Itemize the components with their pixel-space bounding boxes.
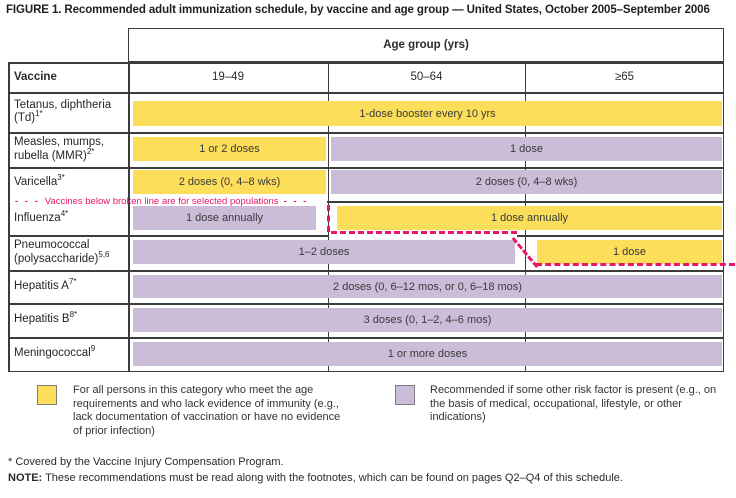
- age-group-header-label: Age group (yrs): [383, 39, 469, 51]
- legend-text-for-all: For all persons in this category who mee…: [73, 384, 341, 437]
- row-divider-right: [517, 235, 724, 237]
- schedule-bar-hepatitis-b: 3 doses (0, 1–2, 4–6 mos): [133, 308, 722, 332]
- row-divider: [8, 92, 724, 94]
- schedule-bar-tetanus-all: 1-dose booster every 10 yrs: [133, 101, 722, 126]
- selected-populations-note-text: Vaccines below broken line are for selec…: [44, 195, 279, 207]
- legend-swatch-for-all: [37, 385, 57, 405]
- age-group-header: Age group (yrs): [128, 28, 724, 62]
- schedule-bar-hepatitis-a: 2 doses (0, 6–12 mos, or 0, 6–18 mos): [133, 275, 722, 298]
- legend-text-risk-factor: Recommended if some other risk factor is…: [430, 384, 717, 423]
- broken-line-right: [536, 263, 735, 266]
- row-divider: [8, 132, 724, 134]
- footnote-ref: 1*: [35, 109, 43, 119]
- row-divider: [8, 167, 724, 169]
- vaccine-name-hepatitis-b: Hepatitis B8*: [14, 310, 78, 326]
- age-column-19-49: 19–49: [212, 71, 244, 83]
- footnote-note-label: NOTE:: [8, 472, 43, 484]
- column-divider-vaccine: [128, 62, 130, 372]
- row-divider-left: [8, 235, 328, 237]
- row-divider: [8, 303, 724, 305]
- table-right-border: [722, 62, 724, 372]
- schedule-bar-influenza-50plus: 1 dose annually: [337, 206, 722, 230]
- footnote-vicp: * Covered by the Vaccine Injury Compensa…: [8, 456, 284, 468]
- row-divider: [8, 337, 724, 339]
- vaccine-column-header: Vaccine: [14, 71, 57, 83]
- row-divider: [8, 270, 724, 272]
- footnote-note: NOTE: These recommendations must be read…: [8, 472, 732, 484]
- table-bottom-border: [8, 370, 724, 372]
- vaccine-name-influenza: Influenza4*: [14, 209, 69, 225]
- broken-line-dashes: - - -: [283, 195, 309, 207]
- schedule-bar-influenza-19-49: 1 dose annually: [133, 206, 316, 230]
- broken-line-step-1: [327, 205, 330, 232]
- vaccine-name-meningococcal: Meningococcal9: [14, 344, 96, 360]
- schedule-bar-varicella-19-49: 2 doses (0, 4–8 wks): [133, 170, 326, 194]
- footnote-ref: 8*: [69, 310, 78, 320]
- schedule-bar-meningococcal: 1 or more doses: [133, 342, 722, 366]
- footnote-ref: 2*: [86, 146, 95, 156]
- vaccine-name-mmr: Measles, mumps, rubella (MMR)2*: [14, 136, 105, 162]
- vaccine-name-tetanus: Tetanus, diphtheria (Td)1*: [14, 98, 112, 125]
- schedule-bar-mmr-19-49: 1 or 2 doses: [133, 137, 326, 161]
- footnote-ref: 9: [90, 344, 96, 354]
- table-left-border: [8, 62, 10, 372]
- age-column-50-64: 50–64: [410, 71, 443, 83]
- footnote-ref: 3*: [57, 172, 65, 182]
- footnote-ref: 4*: [60, 209, 69, 219]
- vaccine-name-hepatitis-a: Hepatitis A7*: [14, 276, 77, 292]
- broken-line-dashes: - - -: [15, 195, 40, 207]
- footnote-ref: 5,6: [98, 249, 110, 259]
- legend-swatch-risk-factor: [395, 385, 415, 405]
- vaccine-name-pneumococcal: Pneumococcal (polysaccharide)5,6: [14, 239, 110, 265]
- broken-line-mid: [331, 231, 517, 234]
- footnote-note-text: These recommendations must be read along…: [42, 472, 623, 484]
- age-column-65plus: ≥65: [614, 71, 635, 83]
- schedule-bar-varicella-50plus: 2 doses (0, 4–8 wks): [331, 170, 722, 194]
- selected-populations-note: - - - Vaccines below broken line are for…: [10, 195, 313, 207]
- schedule-bar-pneumococcal-65: 1 dose: [537, 240, 722, 264]
- schedule-bar-mmr-50plus: 1 dose: [331, 137, 722, 161]
- table-top-border: [8, 62, 724, 64]
- vaccine-name-varicella: Varicella3*: [14, 172, 65, 188]
- row-divider-partial: [327, 201, 724, 203]
- schedule-bar-pneumococcal-19-64: 1–2 doses: [133, 240, 515, 264]
- figure-title: FIGURE 1. Recommended adult immunization…: [6, 4, 710, 16]
- footnote-ref: 7*: [68, 276, 77, 286]
